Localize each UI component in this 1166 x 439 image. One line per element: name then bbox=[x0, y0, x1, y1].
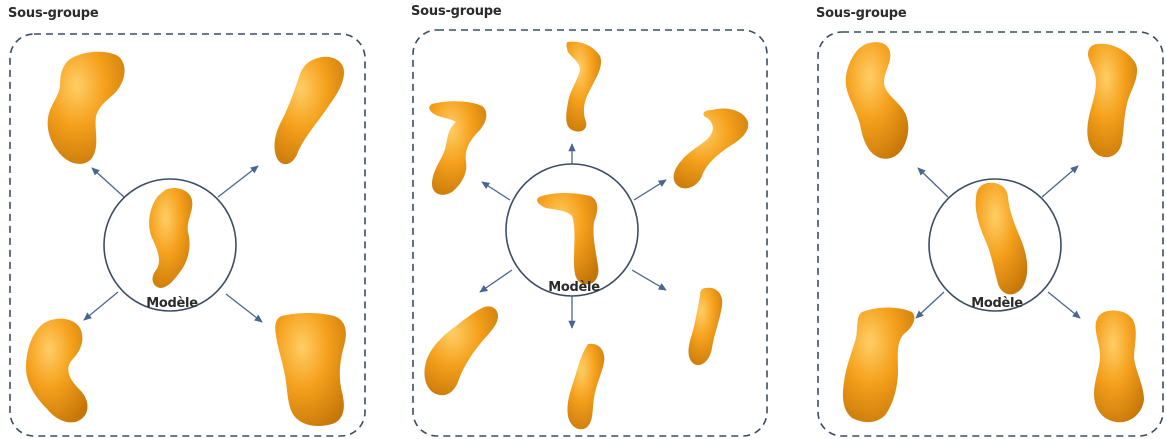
shape-upper-right bbox=[673, 108, 749, 189]
arrow-to-top-right bbox=[1041, 165, 1079, 198]
arrow-to-top-left bbox=[917, 167, 949, 198]
arrow-to-lower-left bbox=[479, 269, 513, 293]
sub-group-1 bbox=[9, 33, 366, 437]
sub-group-2-title: Sous-groupe bbox=[411, 4, 502, 19]
arrow-to-bottom-left bbox=[83, 291, 119, 321]
sub-group-2 bbox=[412, 29, 768, 437]
model-shape bbox=[149, 188, 193, 288]
sub-group-1-frame bbox=[9, 33, 366, 437]
sub-group-3 bbox=[817, 31, 1164, 437]
shape-bottom-left bbox=[26, 318, 88, 423]
sub-group-3-title: Sous-groupe bbox=[816, 6, 907, 21]
model-shape bbox=[975, 182, 1028, 295]
shape-top-right bbox=[274, 56, 344, 165]
model-shape bbox=[537, 193, 599, 285]
shape-lower-left bbox=[424, 306, 498, 396]
model-circle bbox=[505, 163, 639, 297]
shape-bottom bbox=[567, 343, 605, 430]
sub-group-3-frame bbox=[817, 31, 1164, 437]
shape-top-left bbox=[47, 51, 125, 164]
arrow-to-bottom-left bbox=[915, 291, 945, 319]
shape-lower-right bbox=[688, 287, 723, 366]
shape-bottom-right bbox=[1094, 310, 1144, 423]
shape-bottom-right bbox=[275, 313, 346, 426]
sub-group-2-frame bbox=[412, 29, 768, 437]
shape-top-right bbox=[1087, 43, 1138, 158]
shape-top-left bbox=[845, 42, 909, 159]
arrow-to-top-right bbox=[217, 165, 259, 198]
sub-group-1-model-label: Modèle bbox=[146, 296, 198, 311]
arrow-to-upper-left bbox=[481, 181, 511, 201]
arrow-to-top-left bbox=[91, 167, 125, 198]
arrow-to-bottom-right bbox=[225, 293, 263, 323]
shape-upper-left bbox=[429, 101, 487, 195]
arrow-to-upper-right bbox=[633, 179, 667, 201]
sub-group-3-model-label: Modèle bbox=[971, 296, 1023, 311]
sub-group-1-title: Sous-groupe bbox=[8, 6, 99, 21]
arrow-to-bottom-right bbox=[1047, 291, 1081, 319]
shape-bottom-left bbox=[842, 307, 915, 423]
arrow-to-lower-right bbox=[631, 269, 667, 291]
shape-top bbox=[566, 41, 602, 132]
sub-group-2-model-label: Modèle bbox=[548, 280, 600, 295]
